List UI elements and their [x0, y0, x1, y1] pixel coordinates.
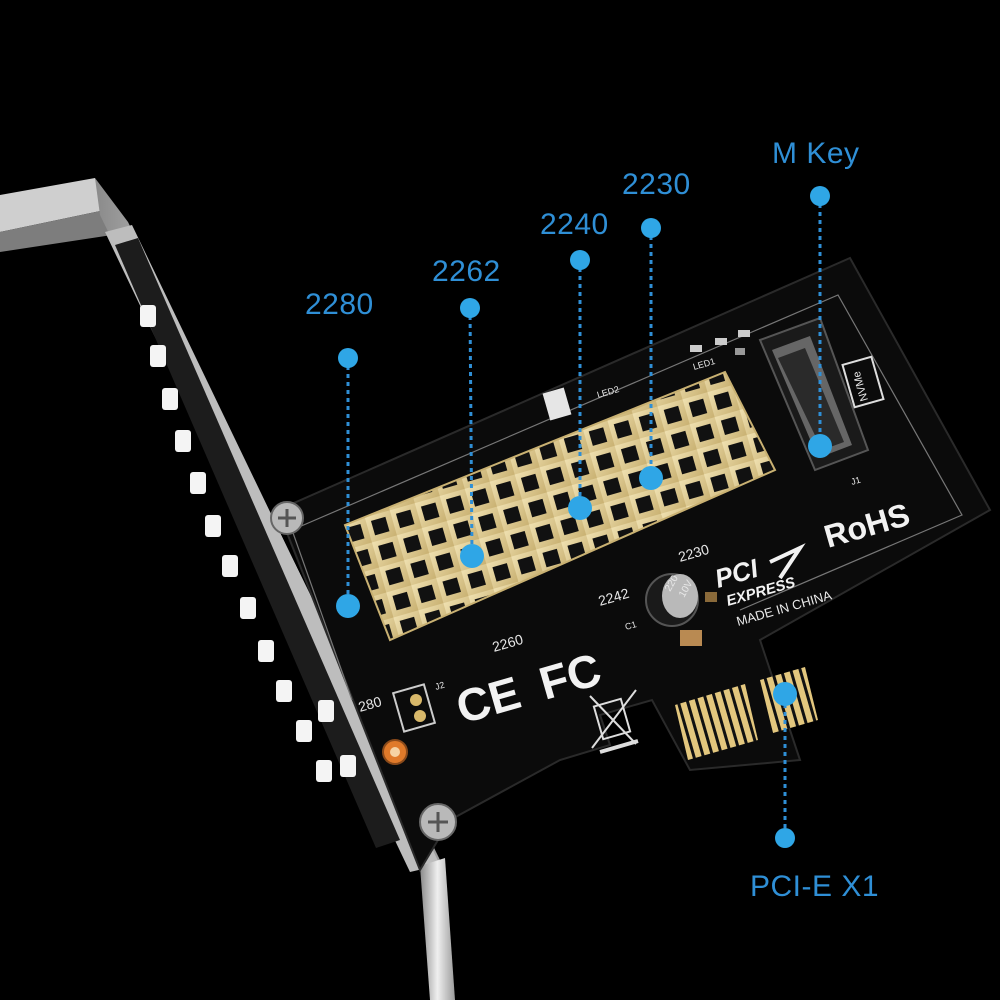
callout-2240: 2240 — [540, 208, 609, 241]
callout-2280: 2280 — [305, 288, 374, 321]
callout-leaders — [346, 196, 822, 836]
pcb-j1-text: J1 — [850, 475, 862, 487]
callout-dots — [336, 186, 832, 848]
j2-header — [391, 683, 437, 733]
screw-bottom — [419, 803, 457, 841]
callout-2230: 2230 — [622, 168, 691, 201]
callout-m-key: M Key — [772, 137, 860, 170]
smd-components — [542, 330, 750, 646]
m2-slot-connector — [758, 316, 870, 472]
pcb-c1-text: C1 — [624, 619, 638, 632]
pcie-gold-fingers — [675, 667, 818, 760]
capacitor: 220 10V — [645, 573, 699, 627]
pcb-j2-text: J2 — [434, 680, 446, 692]
callout-pcie-x1: PCI-E X1 — [750, 870, 880, 903]
screw-middle — [382, 739, 408, 765]
pci-logo-swoosh — [769, 543, 806, 580]
pcb-mark-2280: 280 — [356, 693, 383, 715]
weee-bin-icon — [589, 689, 639, 754]
bracket-vent-holes — [140, 305, 356, 782]
callout-2262: 2262 — [432, 255, 501, 288]
heatsink-pad — [343, 370, 777, 642]
screw-top — [270, 501, 304, 535]
